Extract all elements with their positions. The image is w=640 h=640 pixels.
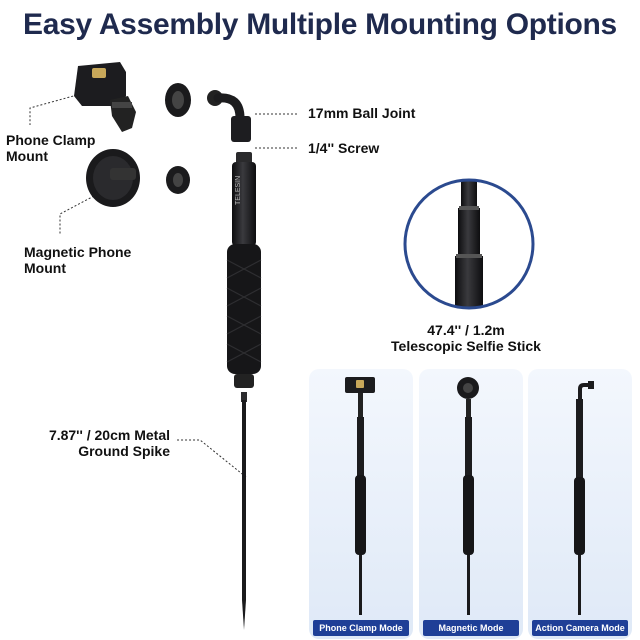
phone-clamp-mount-label-line1: Phone Clamp <box>6 132 96 148</box>
mode-badge-action-camera: Action Camera Mode <box>532 620 628 636</box>
selfie-stick-part: TELESIN <box>226 152 262 388</box>
mode-badge-phone-clamp: Phone Clamp Mode <box>313 620 409 636</box>
mode-panel-action-camera: Action Camera Mode <box>528 369 632 639</box>
action-camera-mode-image <box>574 381 594 615</box>
phone-clamp-mount-label: Phone Clamp Mount <box>6 132 95 164</box>
mode-panel-magnetic: Magnetic Mode <box>419 369 523 639</box>
magnetic-mount-label-line2: Mount <box>24 260 66 276</box>
ground-spike-label-line1: 7.87'' / 20cm Metal <box>48 427 170 443</box>
magnetic-mode-image <box>457 377 479 615</box>
telescopic-zoom-circle <box>403 178 535 310</box>
magnetic-mount-label-line1: Magnetic Phone <box>24 244 132 260</box>
ball-joint-label: 17mm Ball Joint <box>308 105 416 121</box>
ground-spike-label: 7.87'' / 20cm Metal Ground Spike <box>20 427 170 459</box>
stick-brand-text: TELESIN <box>235 176 242 205</box>
phone-clamp-mode-image <box>345 377 375 615</box>
ball-joint-part <box>207 90 251 142</box>
page-title: Easy Assembly Multiple Mounting Options <box>23 8 617 41</box>
locking-knob-part <box>165 83 191 117</box>
ground-spike-label-line2: Ground Spike <box>78 443 170 459</box>
magnetic-mount-part <box>86 149 190 207</box>
phone-clamp-mount-label-line2: Mount <box>6 148 48 164</box>
magnetic-mount-label: Magnetic Phone Mount <box>24 244 131 276</box>
mode-panel-phone-clamp: Phone Clamp Mode <box>309 369 413 639</box>
selfie-stick-label: 47.4'' / 1.2m Telescopic Selfie Stick <box>360 322 572 354</box>
screw-label: 1/4'' Screw <box>308 140 380 156</box>
selfie-stick-label-line1: 47.4'' / 1.2m <box>427 322 505 338</box>
phone-clamp-mount-part <box>74 62 136 132</box>
mode-badge-magnetic: Magnetic Mode <box>423 620 519 636</box>
ground-spike-part <box>241 392 247 630</box>
selfie-stick-label-line2: Telescopic Selfie Stick <box>391 338 541 354</box>
